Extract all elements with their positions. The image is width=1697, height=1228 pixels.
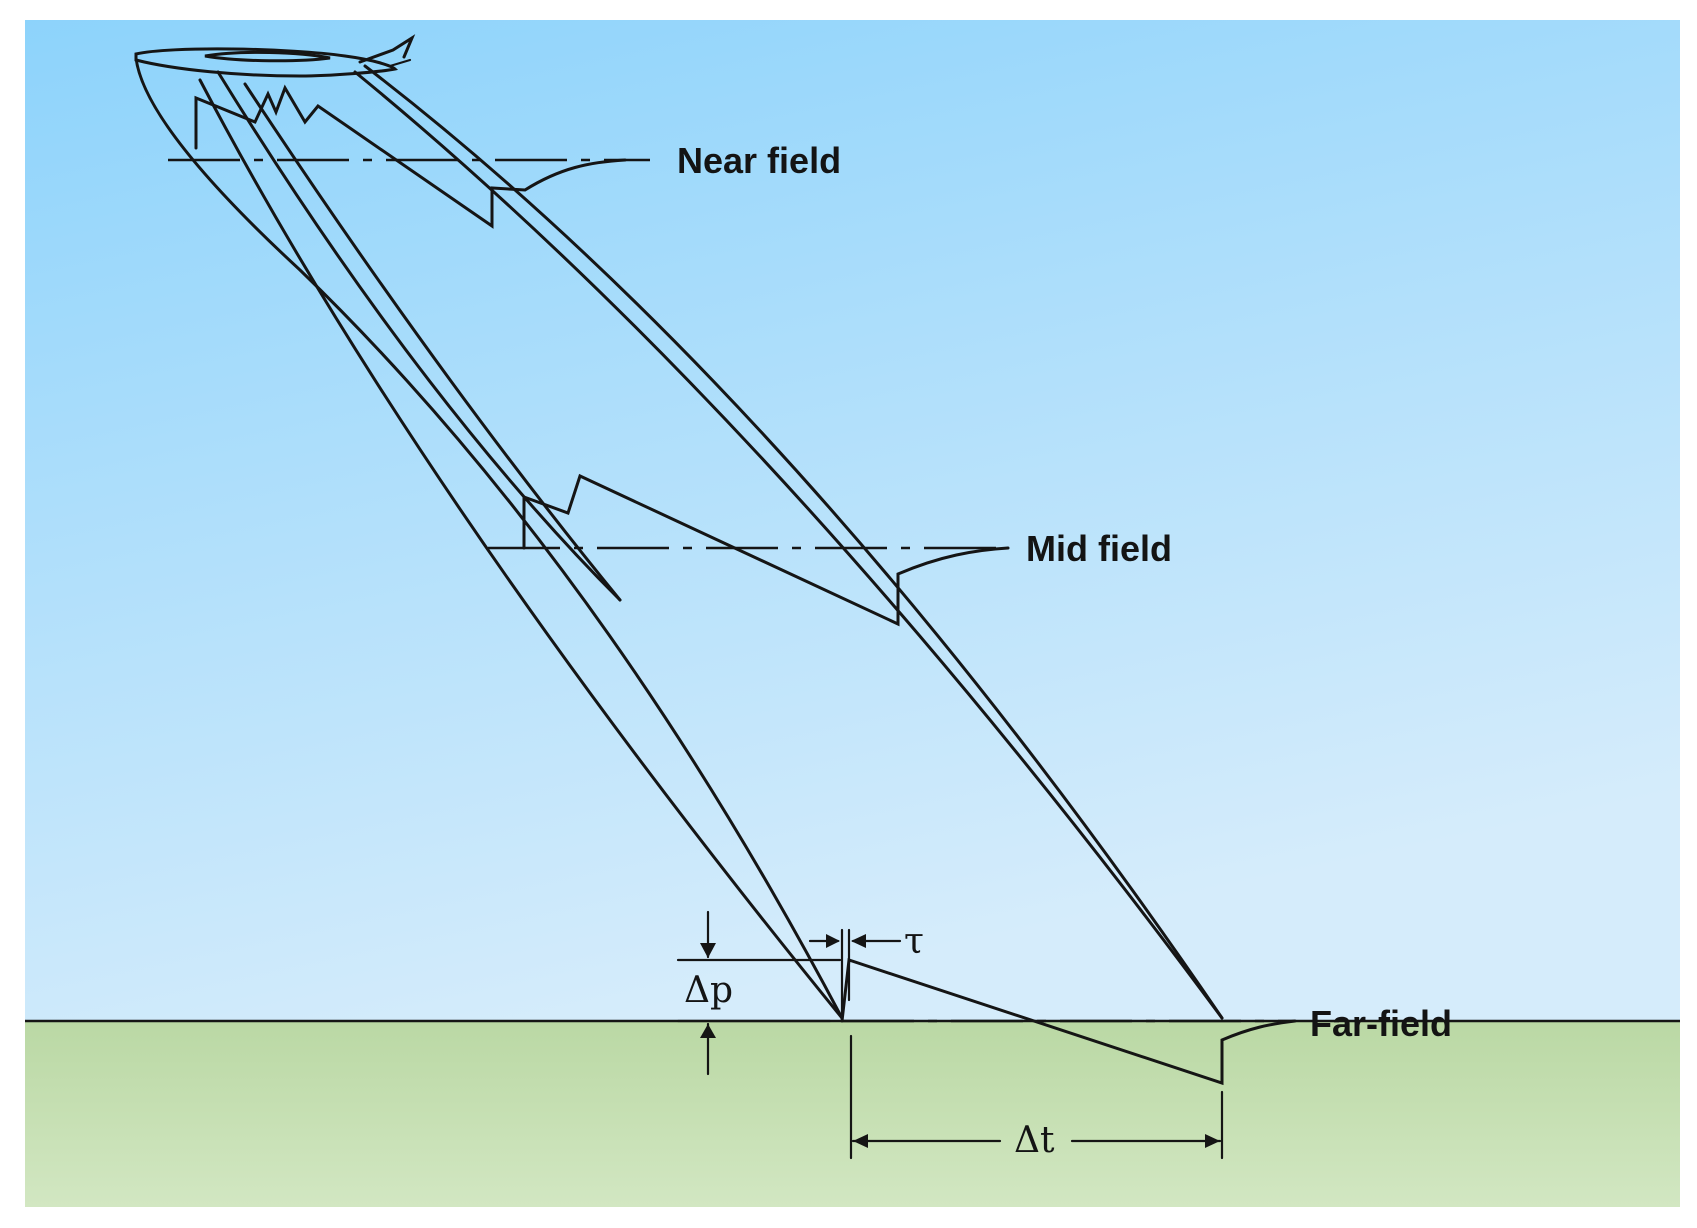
far-field-label: Far-field <box>1310 1003 1452 1044</box>
delta-t-annotation: Δt <box>849 1034 1224 1161</box>
sky-background <box>25 20 1680 1021</box>
far-field-signature: Far-field <box>840 957 1452 1086</box>
near-field-pressure-signature <box>194 84 627 229</box>
near-field-signature: Near field <box>168 84 841 229</box>
mid-field-signature: Mid field <box>488 473 1172 627</box>
wing-shock-ray-1 <box>216 70 622 602</box>
tail-shock-ray-2 <box>353 70 1224 1020</box>
bow-shock-ray-inner <box>198 78 844 1020</box>
delta-t-label: Δt <box>1014 1120 1055 1161</box>
tau-label: τ <box>904 921 924 962</box>
ground-background <box>25 1021 1680 1207</box>
bow-shock-ray-outer <box>134 56 844 1020</box>
near-field-label: Near field <box>677 140 841 181</box>
tau-annotation: τ <box>808 921 924 1020</box>
delta-p-annotation: Δp <box>676 910 842 1076</box>
wing-shock-ray-2 <box>243 82 622 602</box>
mid-field-pressure-signature <box>522 473 1010 627</box>
shock-wave-lines <box>134 56 1224 1020</box>
tail-shock-ray-1 <box>363 64 1224 1020</box>
mid-field-label: Mid field <box>1026 528 1172 569</box>
far-field-n-wave <box>840 957 1297 1086</box>
delta-p-label: Δp <box>684 970 733 1011</box>
